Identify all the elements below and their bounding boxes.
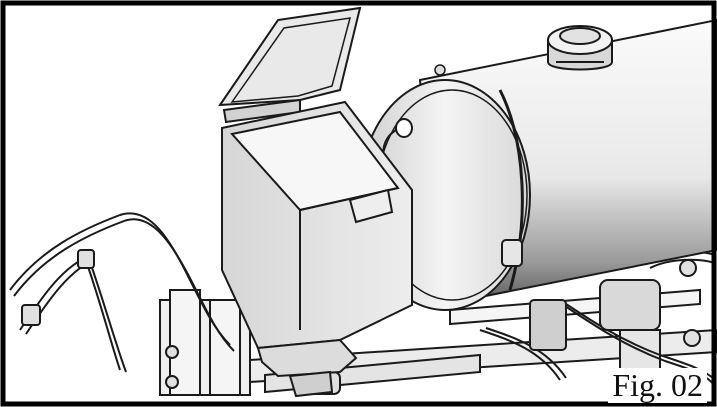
hopper — [218, 6, 413, 398]
tank — [359, 18, 717, 311]
filler-cap — [547, 25, 613, 71]
figure-caption: Fig. 02 — [608, 367, 707, 403]
frame-structure — [159, 288, 717, 396]
